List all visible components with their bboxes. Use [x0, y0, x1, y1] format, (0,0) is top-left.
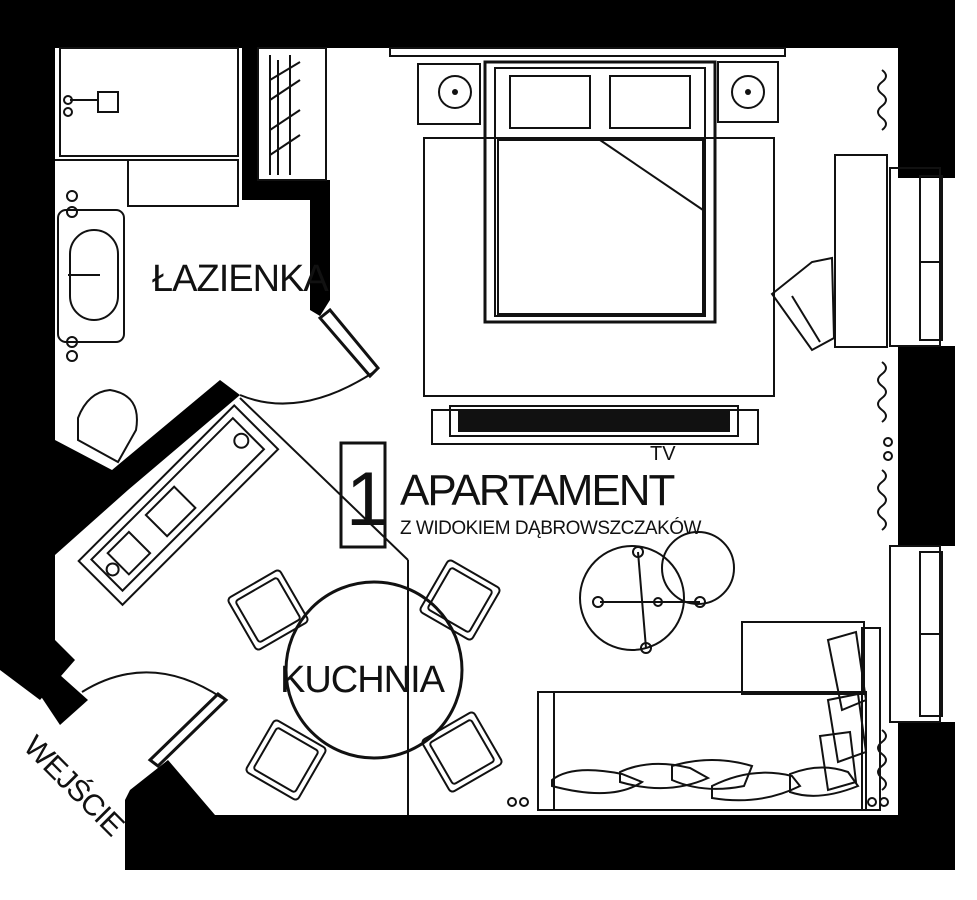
bathroom-door: [239, 307, 381, 405]
bathroom-fixtures: [55, 47, 239, 464]
entrance-door: [81, 671, 229, 768]
kitchen-area: [77, 397, 503, 815]
bed-area: [389, 47, 786, 445]
apartment-number-box: [339, 441, 387, 549]
walls: [0, 0, 955, 870]
desk-area: [770, 69, 943, 791]
wardrobe: [257, 47, 327, 181]
apartment-title: APARTAMENT: [400, 466, 674, 515]
living-area: [507, 531, 889, 811]
apartment-subtitle: Z WIDOKIEM DĄBROWSZCZAKÓW: [400, 517, 702, 539]
room-label-bathroom: ŁAZIENKA: [152, 258, 329, 300]
room-label-entrance: WEJŚCIE: [17, 729, 130, 842]
room-label-kitchen: KUCHNIA: [280, 659, 446, 701]
apartment-number: 1: [346, 457, 388, 542]
tv-label: TV: [650, 443, 676, 465]
